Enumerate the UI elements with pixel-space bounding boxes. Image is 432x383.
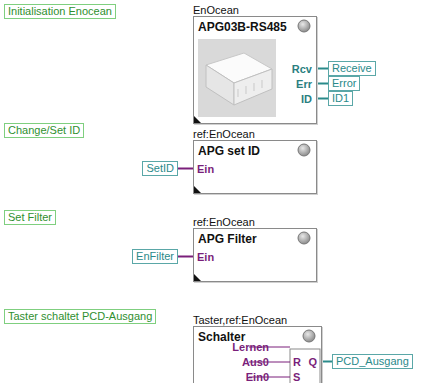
variable-box: PCD_Ausgang <box>332 354 413 369</box>
block-body: APG03B-RS485RcvErrID <box>193 16 317 124</box>
pin-name: Aus0 <box>242 356 269 368</box>
variable-name: PCD_Ausgang <box>336 355 409 367</box>
corner-mark <box>194 186 201 193</box>
variable-name: Error <box>332 77 356 89</box>
block-body: APG FilterEin <box>193 228 317 282</box>
sensor-picture <box>198 39 276 117</box>
function-block: ref:EnOceanAPG set IDEin <box>193 128 315 140</box>
block-title: APG Filter <box>198 232 257 246</box>
pin-name: Ein0 <box>246 371 269 383</box>
pin-name: Err <box>296 78 312 90</box>
signal-wire <box>322 361 332 363</box>
block-reference: ref:EnOcean <box>193 216 315 228</box>
status-lamp <box>303 330 315 342</box>
variable-name: ID1 <box>332 92 349 104</box>
signal-wire <box>317 68 328 70</box>
signal-wire <box>178 256 193 258</box>
pin-name: R <box>293 356 301 368</box>
comment-text: Set Filter <box>8 211 52 223</box>
pin-name: Ein <box>197 163 214 175</box>
block-reference: EnOcean <box>193 4 315 16</box>
comment-text: Change/Set ID <box>8 124 80 136</box>
pin-name: Lernen <box>232 341 269 353</box>
comment-text: Taster schaltet PCD-Ausgang <box>8 310 152 322</box>
variable-name: SetID <box>146 162 174 174</box>
pin-name: ID <box>301 93 312 105</box>
comment-box: Initialisation Enocean <box>4 4 116 19</box>
variable-box: Receive <box>328 61 376 76</box>
function-block: EnOceanAPG03B-RS485RcvErrID <box>193 4 315 16</box>
status-lamp <box>298 144 310 156</box>
pin-name: Rcv <box>292 63 312 75</box>
corner-mark <box>194 274 201 281</box>
status-lamp <box>298 232 310 244</box>
block-reference: Taster,ref:EnOcean <box>193 314 320 326</box>
function-block: Taster,ref:EnOceanSchalterLernenAus0Ein0… <box>193 314 320 326</box>
variable-box: Error <box>328 76 360 91</box>
comment-box: Taster schaltet PCD-Ausgang <box>4 309 156 324</box>
block-title: APG03B-RS485 <box>198 20 287 34</box>
function-block: ref:EnOceanAPG FilterEin <box>193 216 315 228</box>
block-body: SchalterLernenAus0Ein0RQS <box>193 326 322 383</box>
variable-box: SetID <box>142 161 178 176</box>
signal-wire <box>178 168 193 170</box>
status-lamp <box>298 20 310 32</box>
block-title: APG set ID <box>198 144 260 158</box>
variable-box: EnFilter <box>132 249 178 264</box>
block-reference: ref:EnOcean <box>193 128 315 140</box>
signal-wire <box>317 98 328 100</box>
variable-name: EnFilter <box>136 250 174 262</box>
pin-name: S <box>293 371 300 383</box>
comment-text: Initialisation Enocean <box>8 5 112 17</box>
corner-mark <box>194 116 201 123</box>
comment-box: Change/Set ID <box>4 123 84 138</box>
variable-box: ID1 <box>328 91 353 106</box>
variable-name: Receive <box>332 62 372 74</box>
comment-box: Set Filter <box>4 210 56 225</box>
pin-name: Q <box>308 356 317 368</box>
signal-wire <box>317 83 328 85</box>
pin-name: Ein <box>197 251 214 263</box>
block-body: APG set ID Ein <box>193 140 317 194</box>
